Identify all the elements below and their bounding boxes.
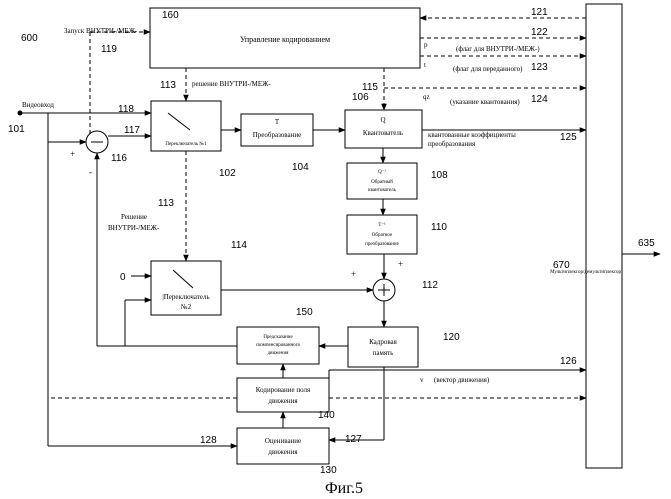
mc-prediction-label-2: скомпенсированного	[256, 343, 301, 348]
ref-121: 121	[531, 7, 548, 18]
inverse-quantizer-symbol: Q⁻¹	[378, 169, 386, 175]
ref-122: 122	[531, 27, 548, 38]
ref-110: 110	[431, 222, 447, 233]
inverse-transform-label-2: преобразование	[365, 242, 399, 247]
motion-coding-label-1: Кодирование поля	[256, 386, 311, 394]
coding-control-block: Управление кодированием	[150, 8, 420, 68]
transform-label: Преобразование	[253, 131, 301, 139]
signal-coeffs-text-1: квантованные коэффициенты	[428, 131, 516, 139]
adder-plus-top: +	[398, 259, 403, 269]
ref-117: 117	[124, 125, 140, 136]
signal-qz-text: (указание квантования)	[450, 98, 520, 106]
ref-120: 120	[443, 332, 460, 343]
ref-116: 116	[111, 153, 127, 164]
signal-t-text: (флаг для переданного)	[453, 65, 523, 73]
motion-estimation-label-2: движения	[268, 448, 298, 456]
figure-caption: Фиг.5	[325, 480, 363, 497]
ref-128: 128	[200, 435, 217, 446]
inverse-quantizer-block: Q⁻¹ Обратный квантователь	[347, 163, 417, 199]
ref-123: 123	[531, 62, 548, 73]
subtractor-minus: -	[89, 167, 92, 177]
decision-left-label-2: ВНУТРИ-/МЕЖ-	[108, 224, 160, 232]
ref-115: 115	[362, 82, 378, 93]
ref-104: 104	[292, 162, 309, 173]
ref-130: 130	[320, 465, 337, 476]
motion-coding-label-2: движения	[268, 397, 298, 405]
ref-140: 140	[318, 410, 335, 421]
ref-124: 124	[531, 94, 548, 105]
ref-113-top: 113	[160, 80, 176, 91]
switch2-block: |Переключатель №2	[151, 261, 221, 315]
ref-113-bottom: 113	[158, 198, 174, 209]
mc-prediction-label-1: Предсказание	[263, 335, 293, 340]
decision-left-label-1: Решение	[121, 213, 147, 221]
ref-127: 127	[345, 434, 362, 445]
frame-memory-label-1: Кадровая	[369, 338, 398, 346]
motion-estimation-block: Оценивание движения	[237, 428, 329, 464]
labels: 600 Видеовход 101 Запуск ВНУТРИ-/МЕЖ- 11…	[8, 7, 655, 497]
ref-160: 160	[162, 10, 179, 21]
subtractor-plus: +	[70, 149, 75, 159]
zero-input-label: 0	[120, 272, 126, 283]
signal-qz-symbol: qz	[423, 93, 430, 101]
switch2-label-2: №2	[181, 303, 192, 311]
signal-p-text: (флаг для ВНУТРИ-/МЕЖ-)	[456, 45, 540, 53]
ref-106: 106	[352, 92, 369, 103]
ref-150: 150	[296, 307, 313, 318]
ref-670: 670	[553, 260, 570, 271]
signal-v-symbol: v	[420, 376, 424, 384]
adder-plus-left: +	[351, 269, 356, 279]
inverse-transform-symbol: T⁻¹	[378, 222, 386, 228]
quantizer-symbol: Q	[380, 116, 385, 124]
quantizer-label: Квантователь	[363, 129, 403, 137]
coding-control-label: Управление кодированием	[240, 35, 330, 44]
motion-coding-block: Кодирование поля движения	[237, 378, 329, 412]
transform-block: T Преобразование	[241, 114, 313, 146]
decision-top-label: решение ВНУТРИ-/МЕЖ-	[192, 80, 271, 88]
frame-memory-block: Кадровая память	[348, 327, 418, 367]
ref-101: 101	[8, 124, 25, 135]
inverse-quantizer-label-1: Обратный	[371, 180, 393, 185]
ref-635: 635	[638, 238, 655, 249]
ref-118: 118	[118, 104, 134, 115]
signal-p-symbol: p	[424, 41, 428, 49]
video-input-label: Видеовход	[22, 101, 54, 109]
signal-t-symbol: t	[424, 61, 426, 69]
start-intra-inter-label: Запуск ВНУТРИ-/МЕЖ-	[64, 27, 138, 35]
frame-memory-label-2: память	[373, 349, 394, 357]
ref-125: 125	[560, 132, 577, 143]
ref-108: 108	[431, 170, 448, 181]
inverse-transform-label-1: Обратное	[372, 233, 393, 238]
adder-112	[373, 279, 395, 301]
ref-126: 126	[560, 356, 577, 367]
ref-114: 114	[231, 240, 247, 251]
quantizer-block: Q Квантователь	[345, 110, 422, 148]
mc-prediction-block: Предсказание скомпенсированного движения	[237, 327, 319, 364]
ref-102: 102	[219, 168, 236, 179]
subtractor-116	[86, 131, 108, 153]
mc-prediction-label-3: движения	[268, 351, 290, 356]
ref-112: 112	[422, 280, 438, 291]
signal-v-text: (вектор движения)	[434, 376, 490, 384]
switch1-block: Переключатель №1	[151, 101, 221, 151]
ref-600: 600	[21, 33, 38, 44]
motion-estimation-label-1: Оценивание	[265, 437, 301, 445]
inverse-transform-block: T⁻¹ Обратное преобразование	[347, 215, 417, 254]
ref-119: 119	[101, 44, 117, 55]
switch2-label-1: |Переключатель	[162, 293, 209, 301]
switch1-label: Переключатель №1	[165, 141, 207, 147]
inverse-quantizer-label-2: квантователь	[368, 188, 397, 193]
signal-coeffs-text-2: преобразования	[428, 140, 476, 148]
transform-symbol: T	[275, 118, 280, 126]
